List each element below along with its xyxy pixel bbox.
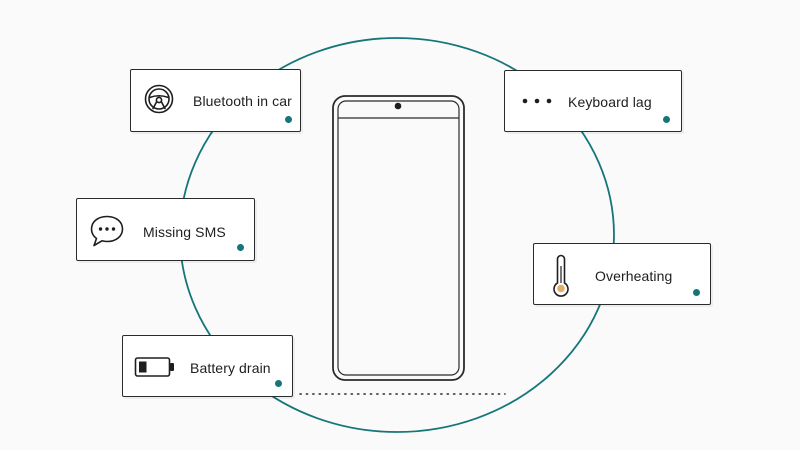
card-overheating: Overheating <box>533 243 711 305</box>
battery-icon <box>134 357 174 377</box>
card-bluetooth-in-car: Bluetooth in car <box>130 69 301 132</box>
phone-outline <box>332 95 465 381</box>
ellipsis-icon <box>522 98 552 104</box>
status-dot <box>663 116 670 123</box>
status-dot <box>285 116 292 123</box>
thermometer-icon <box>553 254 569 297</box>
card-missing-sms: Missing SMS <box>76 198 255 261</box>
status-dot <box>693 289 700 296</box>
chat-bubble-icon <box>90 215 124 247</box>
card-label: Battery drain <box>190 360 271 376</box>
card-label: Overheating <box>595 268 673 284</box>
phone-screen <box>337 100 460 376</box>
steering-wheel-icon <box>144 84 174 114</box>
status-dot <box>237 244 244 251</box>
status-dot <box>275 380 282 387</box>
card-label: Missing SMS <box>143 224 226 240</box>
phone-camera-icon <box>394 102 402 110</box>
card-keyboard-lag: Keyboard lag <box>504 70 682 132</box>
card-battery-drain: Battery drain <box>122 335 293 397</box>
card-label: Keyboard lag <box>568 94 652 110</box>
card-label: Bluetooth in car <box>193 93 292 109</box>
phone-body <box>332 95 465 381</box>
